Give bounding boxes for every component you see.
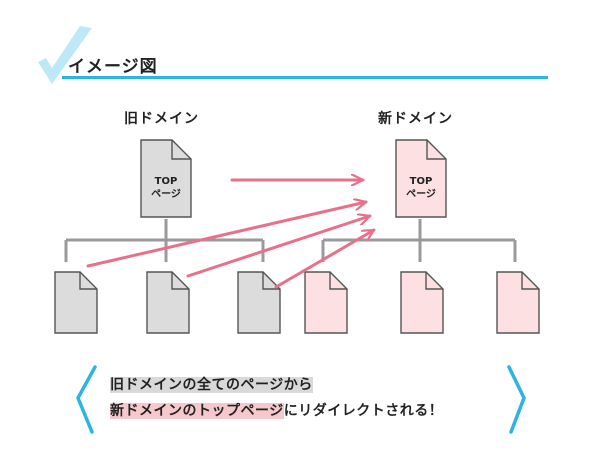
summary-line1: 旧ドメインの全てのページから <box>110 374 313 394</box>
old-top-page-text: TOP ページ <box>141 175 191 201</box>
old-top-page-line1: TOP <box>154 176 178 187</box>
new-domain-tree <box>321 219 517 262</box>
summary-line2-highlight: 新ドメインのトップページ <box>110 403 284 419</box>
old-top-page-line2: ページ <box>151 189 181 200</box>
redirect-arrow-sub3 <box>274 228 376 289</box>
redirect-arrow-sub2 <box>186 216 372 278</box>
right-bracket-icon <box>507 365 526 434</box>
old-domain-tree <box>64 219 265 262</box>
old-domain-label: 旧ドメイン <box>124 111 199 127</box>
redirect-arrows <box>86 180 376 289</box>
new-top-page-doc <box>395 139 447 218</box>
new-sub-page-doc <box>496 271 540 334</box>
checkmark-icon <box>38 26 92 84</box>
new-top-page-text: TOP ページ <box>396 175 446 201</box>
title-underline <box>62 76 548 79</box>
old-sub-page-doc <box>237 271 281 334</box>
summary-line1-highlight: 旧ドメインの全てのページから <box>110 377 313 393</box>
new-top-page-line1: TOP <box>409 176 433 187</box>
summary-line2: 新ドメインのトップページにリダイレクトされる！ <box>110 400 443 420</box>
old-top-page-doc <box>140 139 192 218</box>
old-sub-page-doc <box>54 271 98 334</box>
redirect-arrow-sub1 <box>86 202 368 268</box>
old-sub-page-doc <box>146 271 190 334</box>
new-sub-page-doc <box>304 271 348 334</box>
left-bracket-icon <box>76 365 97 434</box>
new-domain-label: 新ドメイン <box>378 111 453 127</box>
summary-line2-rest: にリダイレクトされる！ <box>283 403 444 419</box>
page-title: イメージ図 <box>68 57 158 77</box>
new-top-page-line2: ページ <box>406 189 436 200</box>
new-sub-page-doc <box>400 271 444 334</box>
